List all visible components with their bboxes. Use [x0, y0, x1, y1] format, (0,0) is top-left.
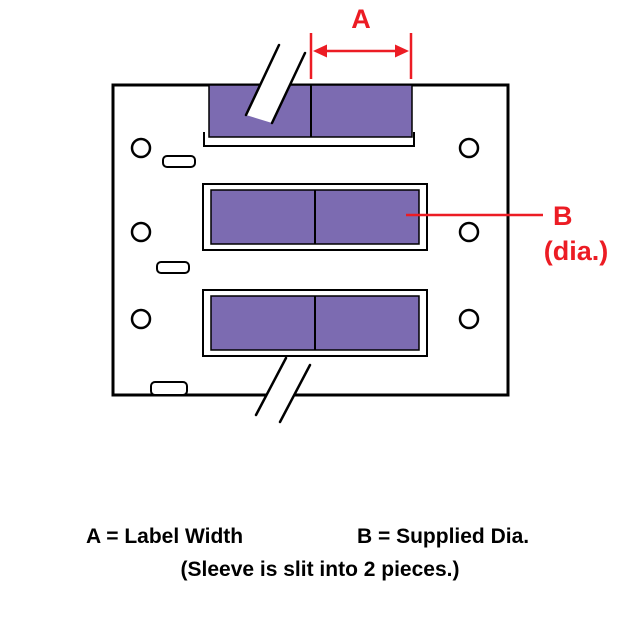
feed-hole-left-3: [130, 308, 152, 330]
break-line-top-2: [270, 51, 307, 125]
sleeve-row-top: [203, 84, 415, 147]
break-mark-top: [244, 43, 307, 125]
break-mask-top: [246, 45, 305, 123]
dimension-a: A: [309, 4, 413, 79]
feed-hole-left-2: [130, 221, 152, 243]
feed-hole-right-3: [458, 308, 480, 330]
feed-hole-right-1: [458, 137, 480, 159]
break-line-bottom-1: [254, 356, 288, 417]
sleeve-row-middle: [202, 183, 428, 251]
legend-note: (Sleeve is slit into 2 pieces.): [181, 558, 460, 581]
break-mask-bottom: [256, 358, 310, 422]
alignment-notch-1: [162, 155, 196, 168]
break-line-top-1: [244, 43, 281, 117]
dimension-a-arrowhead-right-icon: [395, 44, 409, 58]
alignment-notch-2: [156, 261, 190, 274]
dimension-b-sub-label: (dia.): [544, 236, 609, 266]
dimension-a-label: A: [351, 4, 371, 34]
feed-hole-right-2: [458, 221, 480, 243]
sleeve-row-bottom: [202, 289, 428, 357]
dimension-a-arrowhead-left-icon: [313, 44, 327, 58]
alignment-notch-3: [150, 381, 188, 396]
legend-a: A = Label Width: [86, 525, 243, 548]
legend: A = Label Width B = Supplied Dia. (Sleev…: [86, 525, 529, 581]
dimension-b: B (dia.): [406, 201, 608, 266]
feed-hole-left-1: [130, 137, 152, 159]
dimension-b-label: B: [553, 201, 573, 231]
sleeve-frame-top: [203, 132, 415, 147]
break-line-bottom-2: [278, 363, 312, 424]
legend-b: B = Supplied Dia.: [357, 525, 529, 548]
break-mark-bottom: [254, 356, 312, 424]
